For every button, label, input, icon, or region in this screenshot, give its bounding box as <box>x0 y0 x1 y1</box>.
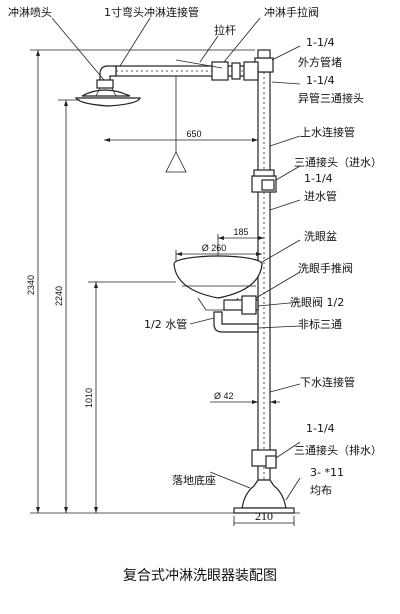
pull-rod <box>165 76 187 173</box>
label-even-layout: 均布 <box>310 484 332 497</box>
diagram-caption: 复合式冲淋洗眼器装配图 <box>123 567 277 584</box>
height-shower-value: 2240 <box>54 286 64 306</box>
floor-base <box>233 479 295 514</box>
label-half-pipe: 1/2 水管 <box>144 317 187 331</box>
bowl-support <box>213 295 259 333</box>
bowl-offset-value: 185 <box>233 227 248 237</box>
label-outer-square-plug: 外方管堵 <box>298 55 342 69</box>
label-shower-head: 冲淋喷头 <box>8 5 52 19</box>
label-size-low: 1-1/4 <box>306 422 335 435</box>
label-size-top-1: 1-1/4 <box>306 36 335 49</box>
tee-inlet-fitting <box>251 169 277 193</box>
label-eyewash-bowl: 洗眼盆 <box>304 229 337 243</box>
label-shower-valve: 冲淋手拉阀 <box>264 5 319 19</box>
height-shower-dimension: 2240 <box>54 99 80 513</box>
height-bowl-dimension: 1010 <box>84 281 176 513</box>
pipe-diameter-value: Ø 42 <box>214 391 234 401</box>
label-pull-rod: 拉杆 <box>214 23 236 37</box>
label-tee-drain: 三通接头（排水） <box>294 443 382 457</box>
pipe-diameter-dimension: Ø 42 <box>210 391 280 404</box>
height-total-value: 2340 <box>26 275 36 295</box>
tee-drain-fitting <box>251 449 277 469</box>
eyewash-bowl <box>173 255 263 311</box>
label-eyewash-valve: 洗眼阀 1/2 <box>290 295 344 309</box>
label-tee-inlet: 三通接头（进水） <box>294 156 382 169</box>
label-eyewash-push-valve: 洗眼手推阀 <box>298 261 353 275</box>
arm-length-dimension: 650 <box>104 129 258 142</box>
bowl-offset-dimension: 185 <box>217 227 264 256</box>
label-size-mid: 1-1/4 <box>304 172 333 185</box>
label-floor-base: 落地底座 <box>172 473 216 487</box>
label-bolts: 3- *11 <box>310 466 344 479</box>
arm-length-value: 650 <box>186 129 201 139</box>
label-size-top-2: 1-1/4 <box>306 74 335 87</box>
label-inlet-pipe: 进水管 <box>304 189 337 203</box>
base-width-dimension: 210 <box>233 509 295 526</box>
bowl-diameter-dimension: Ø 260 <box>175 243 262 262</box>
main-vertical-pipe <box>257 71 271 481</box>
height-total-dimension: 2340 <box>26 49 255 513</box>
label-reducing-tee: 异管三通接头 <box>298 91 364 105</box>
label-lower-water-pipe: 下水连接管 <box>300 375 355 389</box>
shower-arm <box>115 61 259 81</box>
label-nonstandard-tee: 非标三通 <box>298 317 342 331</box>
bowl-diameter-value: Ø 260 <box>202 243 227 253</box>
height-bowl-value: 1010 <box>84 388 94 408</box>
label-elbow-connector: 1寸弯头冲淋连接管 <box>104 5 199 19</box>
label-upper-water-pipe: 上水连接管 <box>300 125 355 139</box>
shower-head <box>74 87 141 107</box>
shower-elbow <box>96 65 117 89</box>
leader-lines <box>51 17 301 501</box>
base-width-value: 210 <box>255 509 273 523</box>
